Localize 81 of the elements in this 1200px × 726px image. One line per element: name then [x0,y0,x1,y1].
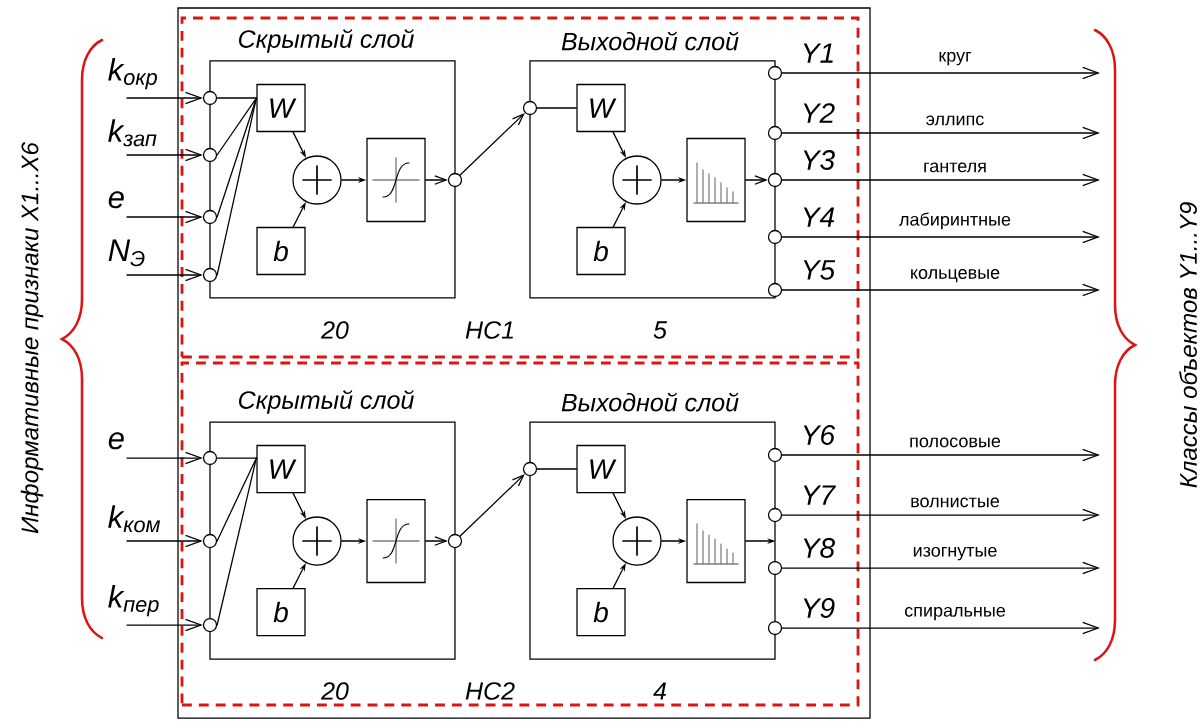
arrow [781,448,1101,462]
edge-label: e [106,189,127,210]
neuron-count: 4 [653,682,667,700]
summing-junction [612,516,662,566]
layer-title: Скрытый слой [239,29,414,53]
edge-label: k$_{окр}$ [106,56,160,91]
weight-box: W [576,444,626,494]
arrow [781,66,1101,80]
output-label: Y4 [803,207,835,227]
summing-junction [292,516,342,566]
output-label: Y6 [803,425,836,445]
layer-title: Выходной слой [561,31,739,51]
connector-line [216,97,257,276]
summing-junction [292,155,342,205]
neuron-count: 20 [320,321,349,339]
output-label: Y1 [803,43,833,63]
layer-title: Скрытый слой [239,390,414,414]
arrow [126,148,203,162]
softmax-box [686,137,746,223]
softmax-box [686,498,746,584]
activation-function-box [366,137,426,223]
arrow [126,534,203,548]
edge-label: волнистые [908,496,1002,509]
output-label: Y2 [803,103,835,123]
connector-line [216,457,257,542]
edge-label: N$_{Э}$ [106,238,148,268]
arrow [425,175,448,185]
connector-line [536,107,577,109]
edge-label: гантеля [921,161,989,174]
edge-label: кольцевые [908,267,1002,284]
frame [177,7,871,719]
arrow [781,508,1101,522]
edge-label: e [106,430,127,451]
arrow [781,561,1101,575]
bias-box: b [256,226,306,276]
neuron-count: 20 [320,682,349,700]
arrow [781,173,1101,187]
edge-label: k$_{ком}$ [106,503,163,534]
output-label: Y5 [803,260,836,280]
arrow [459,473,525,537]
edge-label: эллипс [924,114,986,127]
summing-junction [612,155,662,205]
edge-label: изогнутые [911,545,999,562]
arrow [126,618,203,632]
brace-label: Классы объектов Y1...Y9 [1179,202,1197,488]
weight-box: W [256,444,306,494]
output-label: Y3 [803,150,835,170]
arrow [126,210,203,224]
arrow [745,175,768,185]
connector-line [216,457,257,459]
bias-box: b [576,587,626,637]
arrow [781,230,1101,244]
connector-line [536,468,577,470]
connector-line [216,97,257,156]
edge-label: k$_{пер}$ [106,583,162,618]
connector-line [216,457,257,626]
bias-box: b [256,587,306,637]
arrow [126,451,203,465]
output-label: Y9 [803,598,835,618]
weight-box: W [256,83,306,133]
brace-label: Информативные признаки X1...X6 [20,142,44,534]
connector-line [216,97,257,99]
layer-title: Выходной слой [561,392,739,412]
weight-box: W [576,83,626,133]
arrow [781,126,1101,140]
edge-label: полосовые [907,436,1003,449]
output-label: Y7 [803,485,836,505]
arrow [126,268,203,282]
arrow [781,621,1101,635]
edge-label: круг [937,50,974,67]
edge-label: лабиринтные [897,211,1013,231]
arrow [425,536,448,546]
arrow [126,91,203,105]
edge-label: спиральные [902,605,1008,622]
edge-label: k$_{зап}$ [106,117,159,148]
arrow [459,112,525,176]
output-label: Y8 [803,538,835,558]
bias-box: b [576,226,626,276]
activation-function-box [366,498,426,584]
arrow [781,283,1101,297]
neuron-count: 5 [653,321,668,339]
